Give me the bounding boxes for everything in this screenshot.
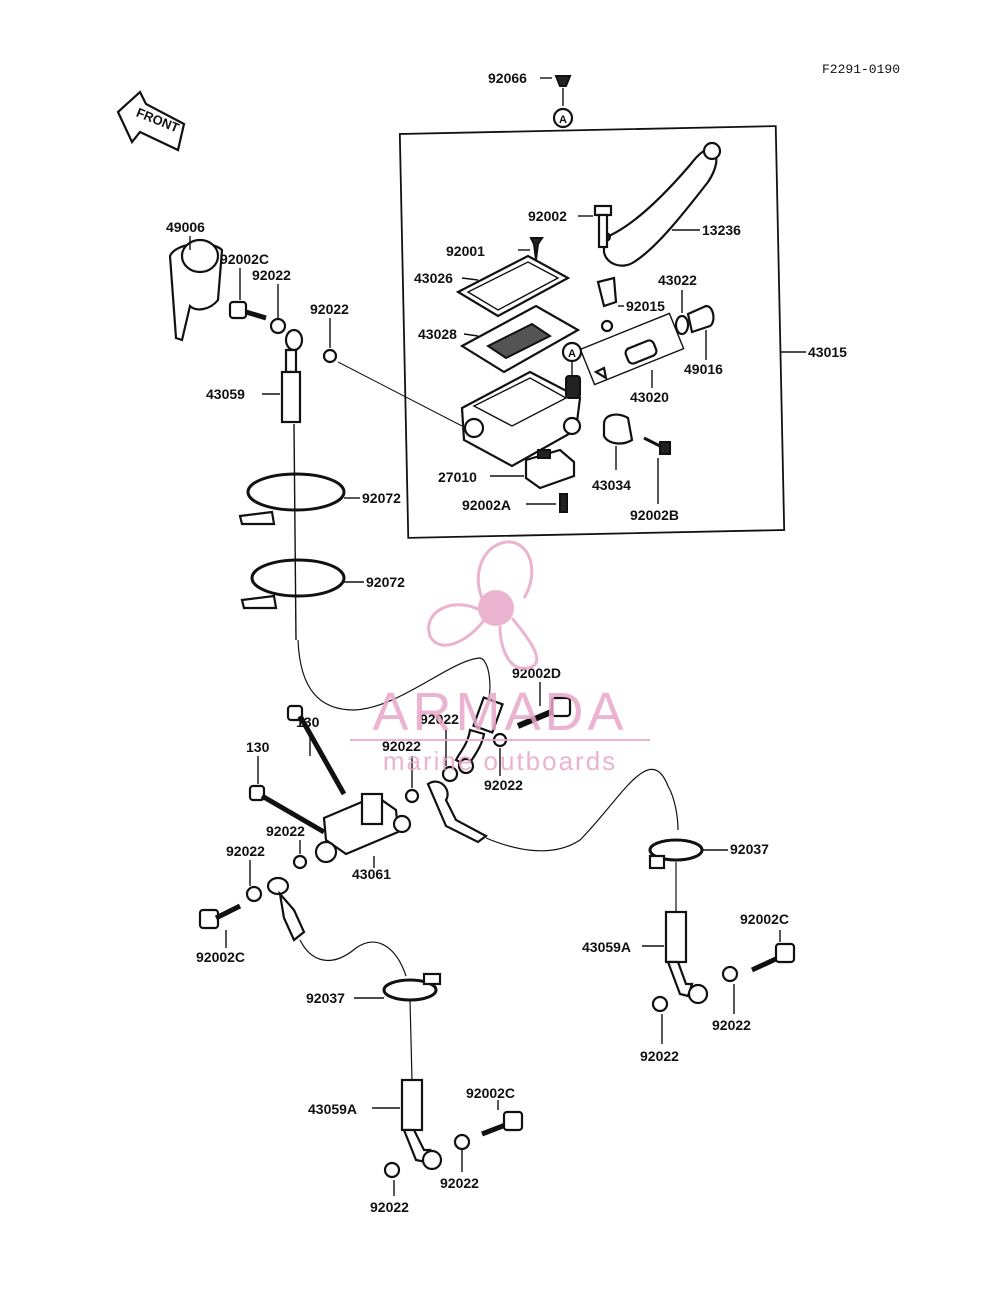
label-92066: 92066: [488, 70, 527, 86]
label-92002a: 92002A: [462, 497, 511, 513]
label-43034: 43034: [592, 477, 631, 493]
watermark-brand: ARMADA: [372, 682, 627, 742]
banjo-bolt-icon-b: [198, 903, 242, 930]
marker-a-top: A: [559, 114, 567, 126]
label-92002c-c: 92002C: [740, 911, 789, 927]
front-arrow-icon: FRONT: [116, 90, 186, 152]
washer-icon-e: [404, 788, 420, 804]
pivot-bolt-icon: [593, 204, 613, 249]
label-43059a-b: 43059A: [308, 1101, 357, 1117]
cap-92066-icon: [552, 75, 574, 129]
washer-icon-f: [292, 854, 308, 870]
brake-hose-right-icon: [664, 910, 709, 1005]
hose-fitting-icon: [426, 780, 489, 844]
washer-icon-i: [651, 995, 669, 1013]
label-92022-g: 92022: [226, 843, 265, 859]
label-92022-i: 92022: [640, 1048, 679, 1064]
bolt-130-icon-b: [248, 784, 326, 835]
hose-clamp-icon-a: [382, 972, 442, 1002]
clamp-bolt-icon: [643, 436, 671, 455]
brake-switch-icon: [524, 448, 576, 490]
watermark-tagline: marine outboards: [383, 746, 617, 776]
label-49016: 49016: [684, 361, 723, 377]
diaphragm-icon: [459, 304, 581, 374]
label-92002c-a: 92002C: [220, 251, 269, 267]
label-43026: 43026: [414, 270, 453, 286]
pushrod-icon: [596, 276, 618, 333]
label-27010: 27010: [438, 469, 477, 485]
bolt-130-icon-a: [286, 704, 347, 796]
cable-tie-icon-a: [238, 472, 346, 526]
label-92022-a: 92022: [252, 267, 291, 283]
label-92015: 92015: [626, 298, 665, 314]
handlebar-clamp-icon: [602, 413, 634, 445]
label-92072-a: 92072: [362, 490, 401, 506]
brake-hose-bottom-icon: [400, 1078, 443, 1171]
reservoir-cap-icon: [455, 254, 571, 318]
label-92022-d: 92022: [382, 738, 421, 754]
label-92037-a: 92037: [730, 841, 769, 857]
label-92022-f: 92022: [266, 823, 305, 839]
washer-icon-b: [322, 348, 338, 364]
washer-icon-a: [269, 317, 287, 335]
washer-icon-k: [383, 1161, 401, 1179]
dust-boot-icon: [674, 304, 715, 336]
switch-screw-icon: [559, 493, 568, 513]
banjo-bolt-icon-a: [228, 300, 267, 321]
washer-icon-j: [453, 1133, 471, 1151]
label-43061: 43061: [352, 866, 391, 882]
propeller-icon: [427, 540, 539, 670]
reference-code: F2291-0190: [822, 62, 900, 77]
cable-tie-icon-b: [240, 558, 346, 610]
watermark-logo: ARMADA marine outboards: [350, 540, 650, 776]
label-92002c-d: 92002C: [466, 1085, 515, 1101]
label-92002b: 92002B: [630, 507, 679, 523]
label-49006: 49006: [166, 219, 205, 235]
label-43022: 43022: [658, 272, 697, 288]
master-cylinder-body-icon: [460, 370, 582, 468]
label-92002c-b: 92002C: [196, 949, 245, 965]
banjo-bolt-icon-d: [516, 696, 572, 729]
label-43059a-a: 43059A: [582, 939, 631, 955]
banjo-bolt-icon-c: [750, 942, 796, 973]
brake-hose-upper-icon: [280, 328, 304, 424]
label-92022-e: 92022: [484, 777, 523, 793]
banjo-cover-icon: [168, 238, 224, 342]
label-43028: 43028: [418, 326, 457, 342]
label-92022-b: 92022: [310, 301, 349, 317]
label-13236: 13236: [702, 222, 741, 238]
label-92022-c: 92022: [420, 711, 459, 727]
washer-icon-d: [441, 765, 459, 783]
label-92037-b: 92037: [306, 990, 345, 1006]
label-92022-h: 92022: [712, 1017, 751, 1033]
label-130-a: 130: [296, 714, 320, 730]
brake-hose-left-icon: [266, 876, 306, 942]
three-way-joint-icon: [314, 792, 412, 864]
master-cylinder-assembly-box: [398, 125, 786, 539]
label-92072-b: 92072: [366, 574, 405, 590]
brake-lever-icon: [601, 141, 722, 267]
label-43015: 43015: [808, 344, 847, 360]
banjo-bolt-icon-e: [481, 1110, 524, 1137]
screw-92001-icon: [529, 237, 544, 261]
label-43020: 43020: [630, 389, 669, 405]
label-92022-j: 92022: [440, 1175, 479, 1191]
marker-a-body: A: [568, 348, 576, 360]
label-92002: 92002: [528, 208, 567, 224]
washer-icon-h: [721, 965, 739, 983]
label-43059: 43059: [206, 386, 245, 402]
washer-icon-g: [245, 885, 263, 903]
label-130-b: 130: [246, 739, 270, 755]
label-92001: 92001: [446, 243, 485, 259]
piston-kit-icon: [579, 312, 685, 386]
label-92022-k: 92022: [370, 1199, 409, 1215]
